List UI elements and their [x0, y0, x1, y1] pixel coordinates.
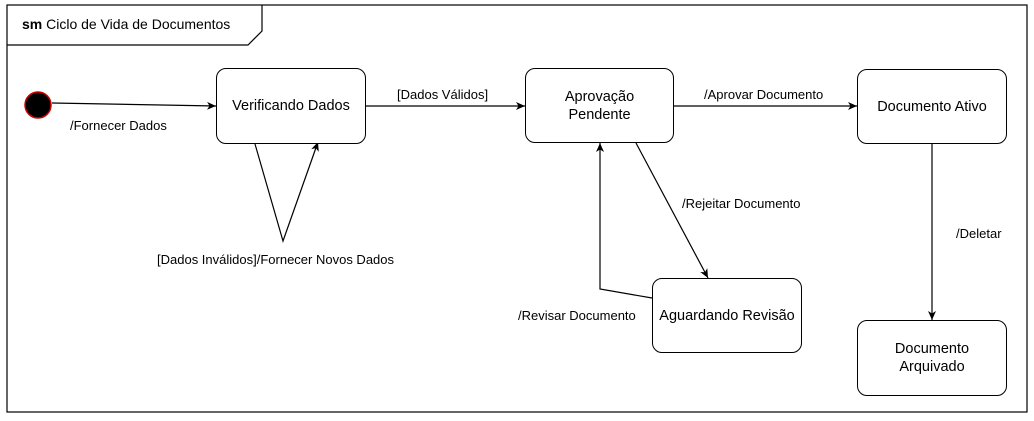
transition-dados-invalidos: [254, 141, 319, 243]
frame-tab: [7, 5, 263, 46]
state-label: Documento Arquivado: [894, 341, 970, 375]
frame-name: Ciclo de Vida de Documentos: [46, 16, 231, 32]
state-label: Verificando Dados: [232, 98, 350, 114]
transition-rejeitar: [635, 142, 709, 279]
state-label: Aguardando Revisão: [659, 307, 795, 324]
state-label: Aprovação Pendente: [564, 88, 635, 123]
label-dados-invalidos: [Dados Inválidos]/Fornecer Novos Dados: [157, 252, 395, 267]
state-aguardando-revisao[interactable]: Aguardando Revisão: [652, 278, 802, 353]
label-aprovar-documento: /Aprovar Documento: [704, 87, 824, 102]
frame-title: sm Ciclo de Vida de Documentos: [22, 14, 230, 34]
state-label: Documento Ativo: [877, 98, 987, 115]
transition-revisar: [596, 143, 653, 299]
state-verificando-dados[interactable]: Verificando Dados: [216, 68, 366, 144]
state-aprovacao-pendente[interactable]: Aprovação Pendente: [525, 68, 674, 143]
label-revisar-documento: /Revisar Documento: [518, 308, 636, 323]
label-dados-validos: [Dados Válidos]: [397, 87, 489, 102]
initial-state: [24, 91, 52, 119]
state-documento-arquivado[interactable]: Documento Arquivado: [857, 320, 1007, 396]
frame-border: [6, 4, 1028, 413]
state-documento-ativo[interactable]: Documento Ativo: [857, 69, 1007, 144]
frame-keyword: sm: [22, 16, 43, 32]
label-fornecer-dados: /Fornecer Dados: [70, 118, 167, 133]
label-rejeitar-documento: /Rejeitar Documento: [682, 196, 801, 211]
transition-fornecer-dados: [51, 101, 217, 110]
label-deletar: /Deletar: [956, 226, 1002, 241]
